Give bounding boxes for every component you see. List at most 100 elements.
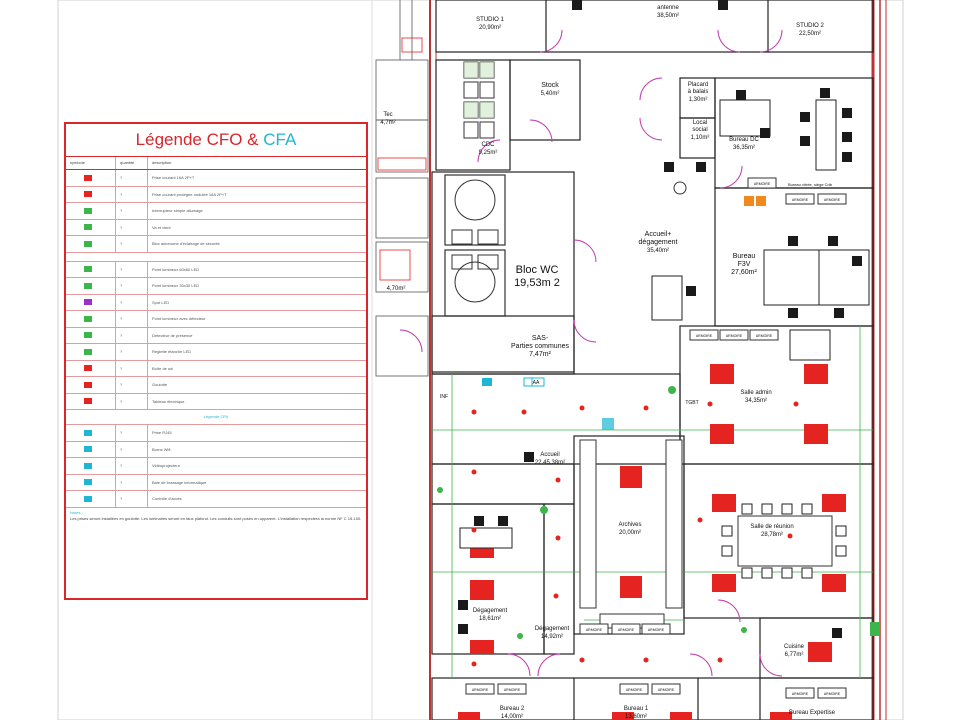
svg-text:19,53m 2: 19,53m 2 (514, 277, 560, 289)
legend-symbol-icon (84, 207, 92, 214)
legend-row: ?Prise courant protégée ondulée 16A 2P+T (66, 186, 366, 203)
light-points (471, 401, 799, 667)
legend-symbol-icon (84, 398, 92, 405)
svg-text:22,50m²: 22,50m² (799, 31, 821, 37)
svg-text:35,40m²: 35,40m² (647, 248, 669, 254)
legend-quantity: ? (116, 377, 148, 393)
legend-quantity: ? (116, 425, 148, 441)
legend-notes: Notes : Les prises seront installées en … (70, 509, 362, 521)
legend-symbol-icon (84, 224, 92, 231)
office-chairs (458, 0, 862, 638)
legend-quantity: ? (116, 393, 148, 409)
svg-text:Accueil+: Accueil+ (645, 231, 672, 238)
svg-text:18,61m²: 18,61m² (479, 616, 501, 622)
legend-symbol-icon (84, 446, 92, 453)
svg-text:ARMOIRE: ARMOIRE (792, 198, 809, 202)
legend-description: Contrôle d'accès (152, 496, 182, 502)
legend-description: Prise courant 16A 2P+T (152, 175, 195, 181)
svg-text:INF: INF (440, 394, 448, 400)
legend-description: Borne Wifi (152, 446, 171, 452)
left-strip-red (377, 37, 427, 281)
legend-description: Prise courant protégée ondulée 16A 2P+T (152, 191, 227, 197)
legend-description: Spot LED (152, 299, 170, 305)
legend-description: Prise RJ45 (152, 430, 172, 436)
legend-quantity: ? (116, 344, 148, 360)
legend-symbol-icon (84, 191, 92, 198)
legend-quantity: ? (116, 491, 148, 507)
svg-text:7,47m²: 7,47m² (529, 351, 551, 358)
armoire-labels: ARMOIRE ARMOIRE ARMOIRE ARMOIRE ARMOIRE … (472, 182, 841, 696)
wc-fixtures (451, 61, 499, 303)
legend-description: Boîte de sol (152, 365, 174, 371)
svg-text:Parties communes: Parties communes (511, 343, 569, 350)
legend-row: ?Tableau électrique (66, 393, 366, 410)
left-strip-labels: Tec 4,7m² 4,70m² (380, 112, 405, 292)
svg-text:ARMOIRE: ARMOIRE (472, 688, 489, 692)
legend-quantity: ? (116, 203, 148, 219)
legend-symbol-icon (84, 240, 92, 247)
svg-text:ARMOIRE: ARMOIRE (756, 334, 773, 338)
legend-description: Point lumineux 60x60 LED (152, 266, 200, 272)
legend-row: ?Vidéoprojecteur (66, 458, 366, 475)
room-labels: STUDIO 1 20,90m² antenne 38,50m² STUDIO … (473, 5, 836, 720)
svg-text:Local: Local (693, 120, 707, 126)
svg-text:ARMOIRE: ARMOIRE (504, 688, 521, 692)
legend-row: ? Contrôle d'accès (66, 491, 366, 508)
svg-text:Bloc WC: Bloc WC (516, 264, 559, 276)
svg-text:28,78m²: 28,78m² (761, 532, 783, 538)
legend-symbol-icon (84, 299, 92, 306)
legend-quantity: ? (116, 278, 148, 294)
legend-row: ?Point lumineux 60x60 LED (66, 261, 366, 278)
door-swings (399, 29, 783, 677)
svg-text:F3V: F3V (738, 261, 751, 268)
legend-description: Baie de brassage informatique (152, 479, 207, 485)
room-studio1-area: 20,90m² (479, 25, 501, 31)
legend-title: Légende CFO & CFA (66, 124, 366, 157)
legend-quantity: ? (116, 360, 148, 376)
svg-text:ARMOIRE: ARMOIRE (824, 198, 841, 202)
legend-symbol-icon (84, 315, 92, 322)
legend-description: Interrupteur simple allumage (152, 208, 203, 214)
svg-text:9,25m²: 9,25m² (479, 150, 498, 156)
meeting-table (737, 515, 833, 567)
legend-row: ? Réglette étanche LED (66, 344, 366, 361)
svg-text:Bureau 1: Bureau 1 (624, 706, 649, 712)
svg-text:ARMOIRE: ARMOIRE (626, 688, 643, 692)
svg-text:AA: AA (533, 380, 540, 386)
legend-description: Point lumineux avec détecteur (152, 316, 206, 322)
svg-text:CDC: CDC (482, 142, 496, 148)
legend-row: ? Interrupteur simple allumage (66, 203, 366, 220)
legend-quantity: ? (116, 294, 148, 310)
legend-description: Réglette étanche LED (152, 349, 192, 355)
svg-text:Cuisine: Cuisine (784, 644, 805, 650)
svg-text:4,70m²: 4,70m² (387, 286, 406, 292)
svg-text:ARMOIRE: ARMOIRE (618, 628, 635, 632)
svg-text:Bureau DC: Bureau DC (729, 137, 759, 143)
legend-description: Va et vient (152, 224, 171, 230)
legend-description: Vidéoprojecteur (152, 463, 180, 469)
svg-text:13,60m²: 13,60m² (625, 714, 647, 720)
legend-row: ?Détecteur de présence (66, 327, 366, 344)
svg-text:Placard: Placard (688, 82, 708, 88)
legend-cfo-rows: ?Prise courant 16A 2P+T?Prise courant pr… (66, 170, 366, 410)
legend-row: ? Spot LED (66, 294, 366, 311)
legend-row: ?Prise courant 16A 2P+T (66, 170, 366, 187)
svg-text:Archives: Archives (618, 522, 641, 528)
legend-symbol-icon (84, 381, 92, 388)
meeting-chairs (721, 503, 847, 579)
legend-panel: Légende CFO & CFA symbole quantité descr… (64, 122, 368, 600)
legend-symbol-icon (84, 462, 92, 469)
svg-text:34,35m²: 34,35m² (745, 398, 767, 404)
legend-symbol-icon (84, 348, 92, 355)
legend-cfa-rows: ?Prise RJ45?Borne Wifi?Vidéoprojecteur?B… (66, 425, 366, 508)
legend-gap (66, 253, 366, 262)
svg-text:à balais: à balais (688, 89, 709, 95)
svg-text:TGBT: TGBT (685, 400, 698, 406)
svg-text:14,92m²: 14,92m² (541, 634, 563, 640)
svg-text:STUDIO 2: STUDIO 2 (796, 23, 824, 29)
legend-row: ? Boîte de sol (66, 360, 366, 377)
svg-text:6,77m²: 6,77m² (785, 652, 804, 658)
svg-text:14,00m²: 14,00m² (501, 714, 523, 720)
svg-text:ARMOIRE: ARMOIRE (586, 628, 603, 632)
